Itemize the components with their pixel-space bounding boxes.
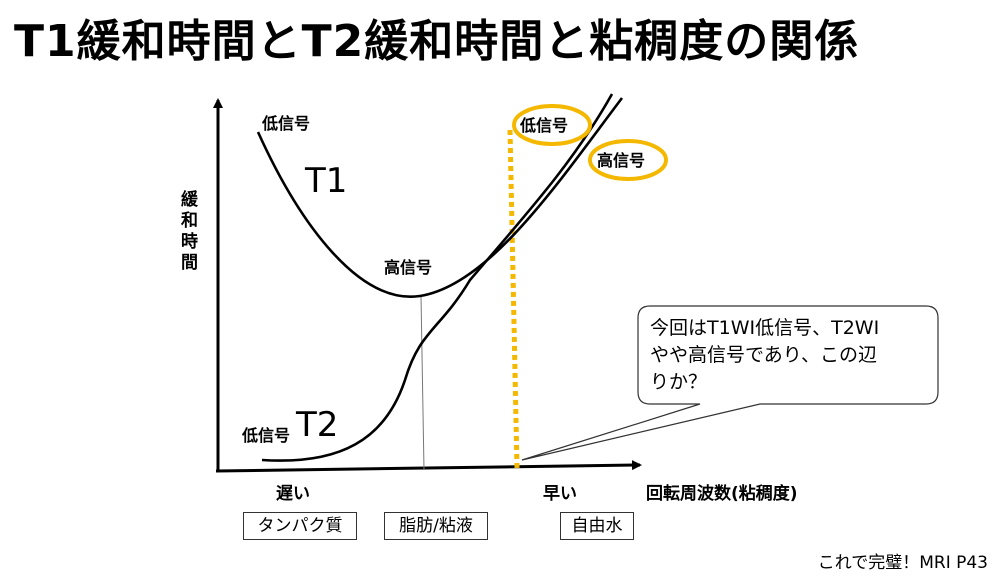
t2-left-signal-label: 低信号 — [241, 426, 290, 445]
t2-curve — [261, 93, 614, 462]
category-box-free-water: 自由水 — [560, 512, 634, 540]
page-title: T1緩和時間とT2緩和時間と粘稠度の関係 — [14, 16, 860, 67]
y-axis-label: 緩和時間 — [177, 189, 198, 274]
t1-curve — [256, 97, 624, 298]
category-box-protein: タンパク質 — [243, 512, 357, 540]
highlight-dotted-line — [507, 129, 520, 469]
highlight-ellipse-low-signal — [512, 104, 592, 146]
callout-line-1: 今回はT1WI低信号、T2WI — [650, 317, 879, 339]
t2-curve-name: T2 — [295, 405, 338, 445]
x-slow-label: 遅い — [276, 484, 310, 504]
x-axis — [215, 460, 642, 473]
callout-bubble — [521, 305, 939, 461]
t1-left-signal-label: 低信号 — [261, 114, 310, 133]
highlight-ellipse-high-signal — [588, 139, 668, 181]
callout-line-3: りか？ — [650, 371, 707, 393]
callout-line-2: やや高信号であり、この辺 — [650, 344, 877, 366]
t1-curve-name: T1 — [304, 161, 347, 201]
source-citation: これで完璧！MRI P43 — [817, 553, 988, 573]
t2-right-signal-label: 高信号 — [597, 151, 645, 170]
t1-right-signal-label: 低信号 — [519, 116, 568, 135]
t1-bottom-signal-label: 高信号 — [384, 258, 432, 277]
x-axis-label: 回転周波数(粘稠度) — [646, 483, 798, 504]
x-fast-label: 早い — [543, 484, 577, 504]
category-box-fat-mucus: 脂肪/粘液 — [384, 512, 488, 540]
t1-minimum-guide-line — [420, 295, 425, 471]
